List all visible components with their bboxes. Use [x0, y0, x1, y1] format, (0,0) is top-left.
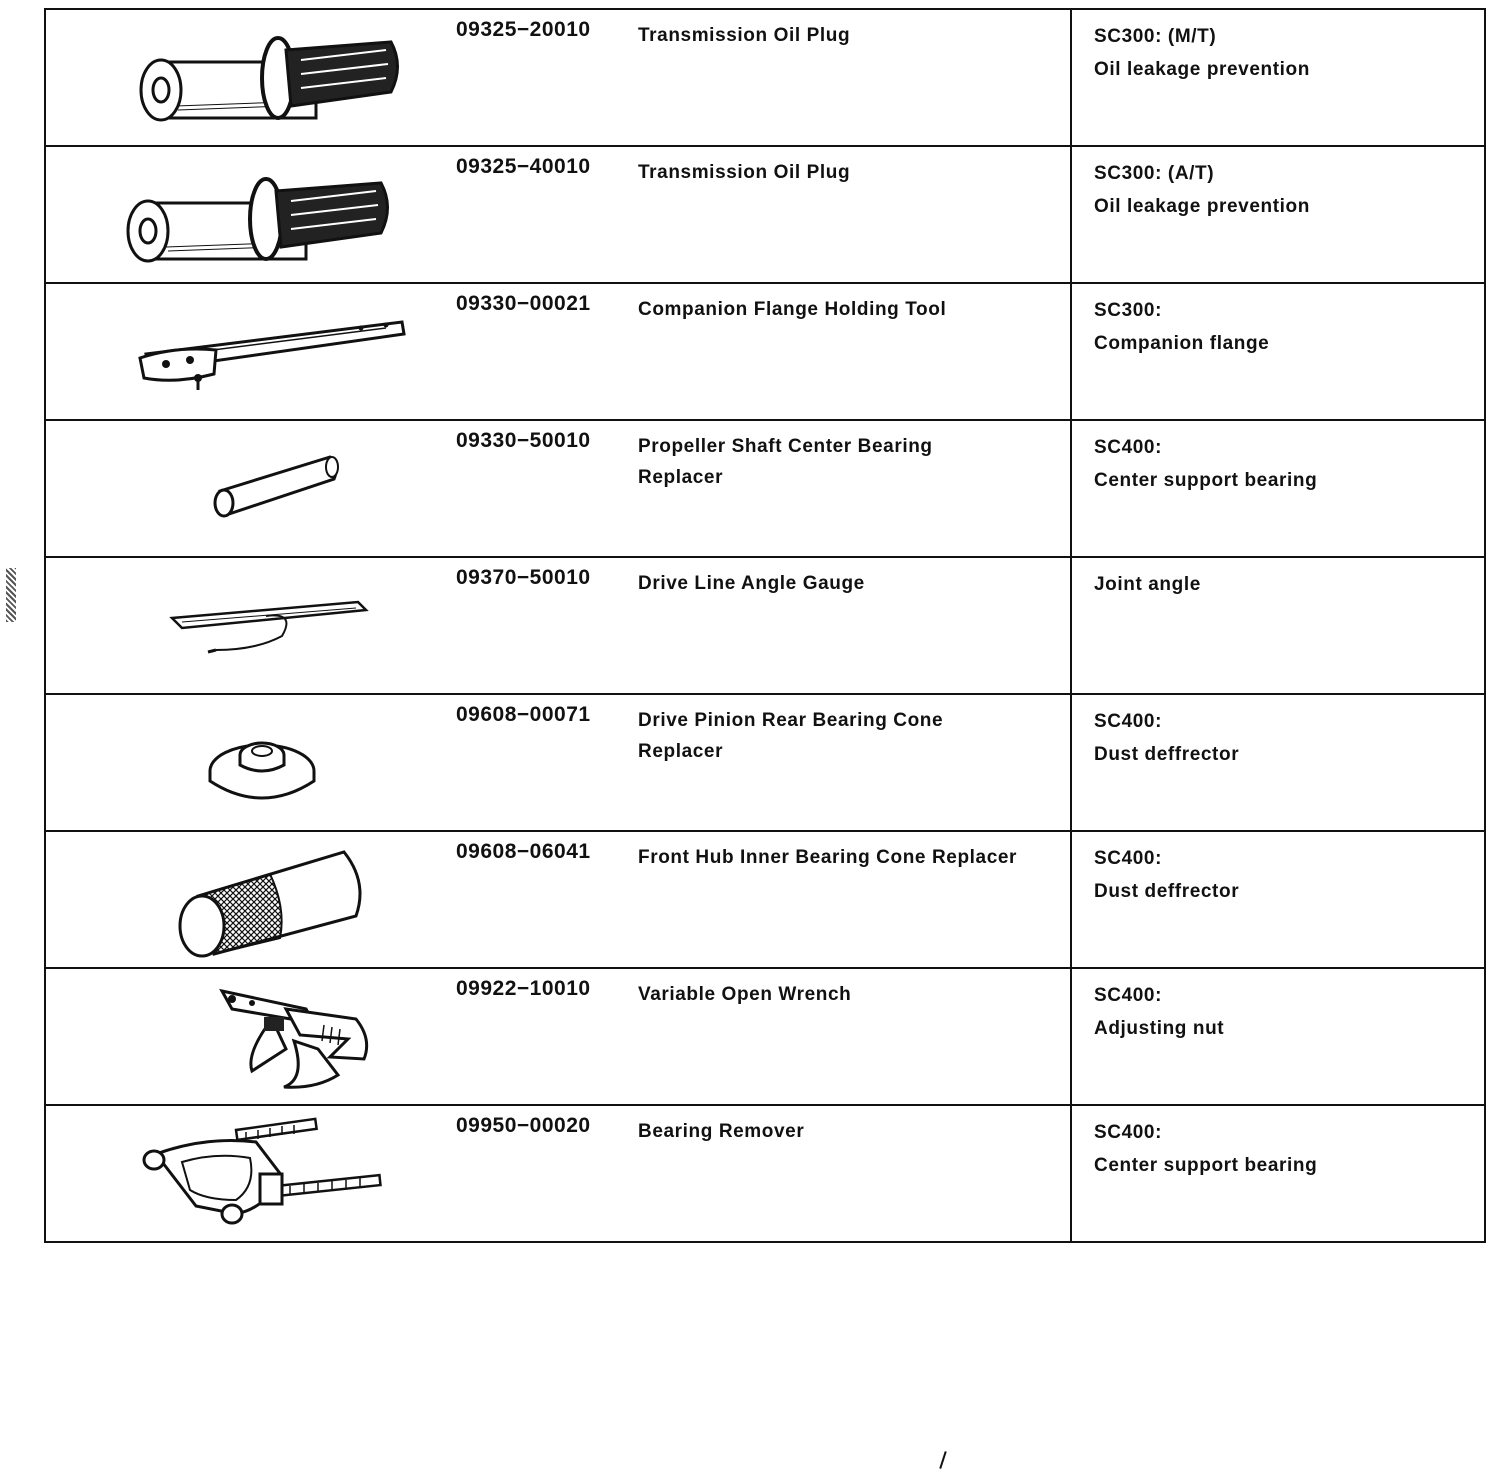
tool-name: Drive Pinion Rear Bearing Cone Replacer [638, 710, 944, 762]
tool-cell: 09330−50010 Propeller Shaft Center Beari… [44, 419, 1072, 558]
usage-purpose: Dust deffrector [1094, 881, 1240, 902]
table-row: 09608−00071 Drive Pinion Rear Bearing Co… [44, 693, 1486, 1469]
part-number: 09608−00071 [456, 703, 591, 726]
usage-cell: SC400: Center support bearing [1070, 1104, 1486, 1243]
part-number: 09325−20010 [456, 18, 591, 41]
usage-model: SC400: [1094, 1122, 1163, 1143]
part-number: 09330−00021 [456, 292, 591, 315]
table-row: 09922−10010 Variable Open Wrench SC400: … [44, 967, 1486, 1106]
angle-gauge-icon [86, 568, 406, 686]
tool-name: Variable Open Wrench [638, 984, 852, 1005]
part-number: 09950−00020 [456, 1114, 591, 1137]
tool-cell: 09950−00020 Bearing Remover [44, 1104, 1072, 1243]
table-row: 09370−50010 Drive Line Angle Gauge Joint… [44, 556, 1486, 695]
adjustable-wrench-icon [86, 979, 406, 1097]
usage-purpose: Oil leakage prevention [1094, 196, 1310, 217]
bearing-cone-disc-icon [86, 705, 406, 823]
tool-name: Transmission Oil Plug [638, 25, 851, 46]
part-number: 09330−50010 [456, 429, 591, 452]
table-row: 09330−50010 Propeller Shaft Center Beari… [44, 419, 1486, 558]
flange-holding-tool-icon [86, 294, 406, 412]
tool-cell: 09330−00021 Companion Flange Holding Too… [44, 282, 1072, 421]
usage-cell: SC300: (A/T) Oil leakage prevention [1070, 145, 1486, 284]
oil-plug-icon [86, 20, 406, 138]
tool-cell: 09370−50010 Drive Line Angle Gauge [44, 556, 1072, 695]
usage-cell: SC400: Adjusting nut [1070, 967, 1486, 1106]
usage-model: SC400: [1094, 711, 1163, 732]
table-row: 09950−00020 Bearing Remover SC400: Cente… [44, 1104, 1486, 1243]
oil-plug-icon [86, 157, 406, 275]
tool-cell: 09922−10010 Variable Open Wrench [44, 967, 1072, 1106]
usage-cell: SC400: Dust deffrector [1070, 830, 1486, 969]
tool-cell: 09325−40010 Transmission Oil Plug [44, 145, 1072, 284]
table-row: 09330−00021 Companion Flange Holding Too… [44, 282, 1486, 421]
special-service-tools-sheet: 09325−20010 Transmission Oil Plug SC300:… [44, 8, 1486, 1469]
bearing-replacer-tube-icon [86, 431, 406, 549]
tool-name: Bearing Remover [638, 1121, 805, 1142]
tool-cell: 09325−20010 Transmission Oil Plug [44, 8, 1072, 147]
usage-cell: Joint angle [1070, 556, 1486, 695]
tools-table: 09325−20010 Transmission Oil Plug SC300:… [44, 8, 1486, 1469]
part-number: 09325−40010 [456, 155, 591, 178]
stray-mark [939, 1451, 947, 1469]
tool-name: Front Hub Inner Bearing Cone Replacer [638, 847, 1018, 868]
usage-model: SC400: [1094, 437, 1163, 458]
part-number: 09922−10010 [456, 977, 591, 1000]
table-row: 09325−20010 Transmission Oil Plug SC300:… [44, 8, 1486, 147]
usage-cell: SC400: Dust deffrector [1070, 693, 1486, 832]
usage-purpose: Oil leakage prevention [1094, 59, 1310, 80]
tool-cell: 09608−06041 Front Hub Inner Bearing Cone… [44, 830, 1072, 969]
tool-cell: 09608−00071 Drive Pinion Rear Bearing Co… [44, 693, 1072, 1469]
usage-purpose: Companion flange [1094, 333, 1270, 354]
usage-model: SC400: [1094, 985, 1163, 1006]
usage-purpose: Dust deffrector [1094, 744, 1240, 765]
usage-purpose: Center support bearing [1094, 1155, 1318, 1176]
usage-purpose: Adjusting nut [1094, 1018, 1225, 1039]
usage-cell: SC300: Companion flange [1070, 282, 1486, 421]
scan-margin-mark [6, 568, 16, 622]
usage-purpose: Center support bearing [1094, 470, 1318, 491]
usage-cell: SC400: Center support bearing [1070, 419, 1486, 558]
usage-purpose: Joint angle [1094, 574, 1201, 595]
tool-name: Propeller Shaft Center Bearing Replacer [638, 436, 933, 488]
tool-name: Drive Line Angle Gauge [638, 573, 865, 594]
usage-model: SC300: [1094, 300, 1163, 321]
knurled-cylinder-icon [86, 842, 406, 960]
part-number: 09370−50010 [456, 566, 591, 589]
bearing-remover-icon [86, 1116, 406, 1234]
part-number: 09608−06041 [456, 840, 591, 863]
usage-model: SC400: [1094, 848, 1163, 869]
table-row: 09325−40010 Transmission Oil Plug SC300:… [44, 145, 1486, 284]
tool-name: Companion Flange Holding Tool [638, 299, 947, 320]
table-row: 09608−06041 Front Hub Inner Bearing Cone… [44, 830, 1486, 969]
tool-name: Transmission Oil Plug [638, 162, 851, 183]
usage-model: SC300: (M/T) [1094, 26, 1217, 47]
usage-model: SC300: (A/T) [1094, 163, 1215, 184]
usage-cell: SC300: (M/T) Oil leakage prevention [1070, 8, 1486, 147]
